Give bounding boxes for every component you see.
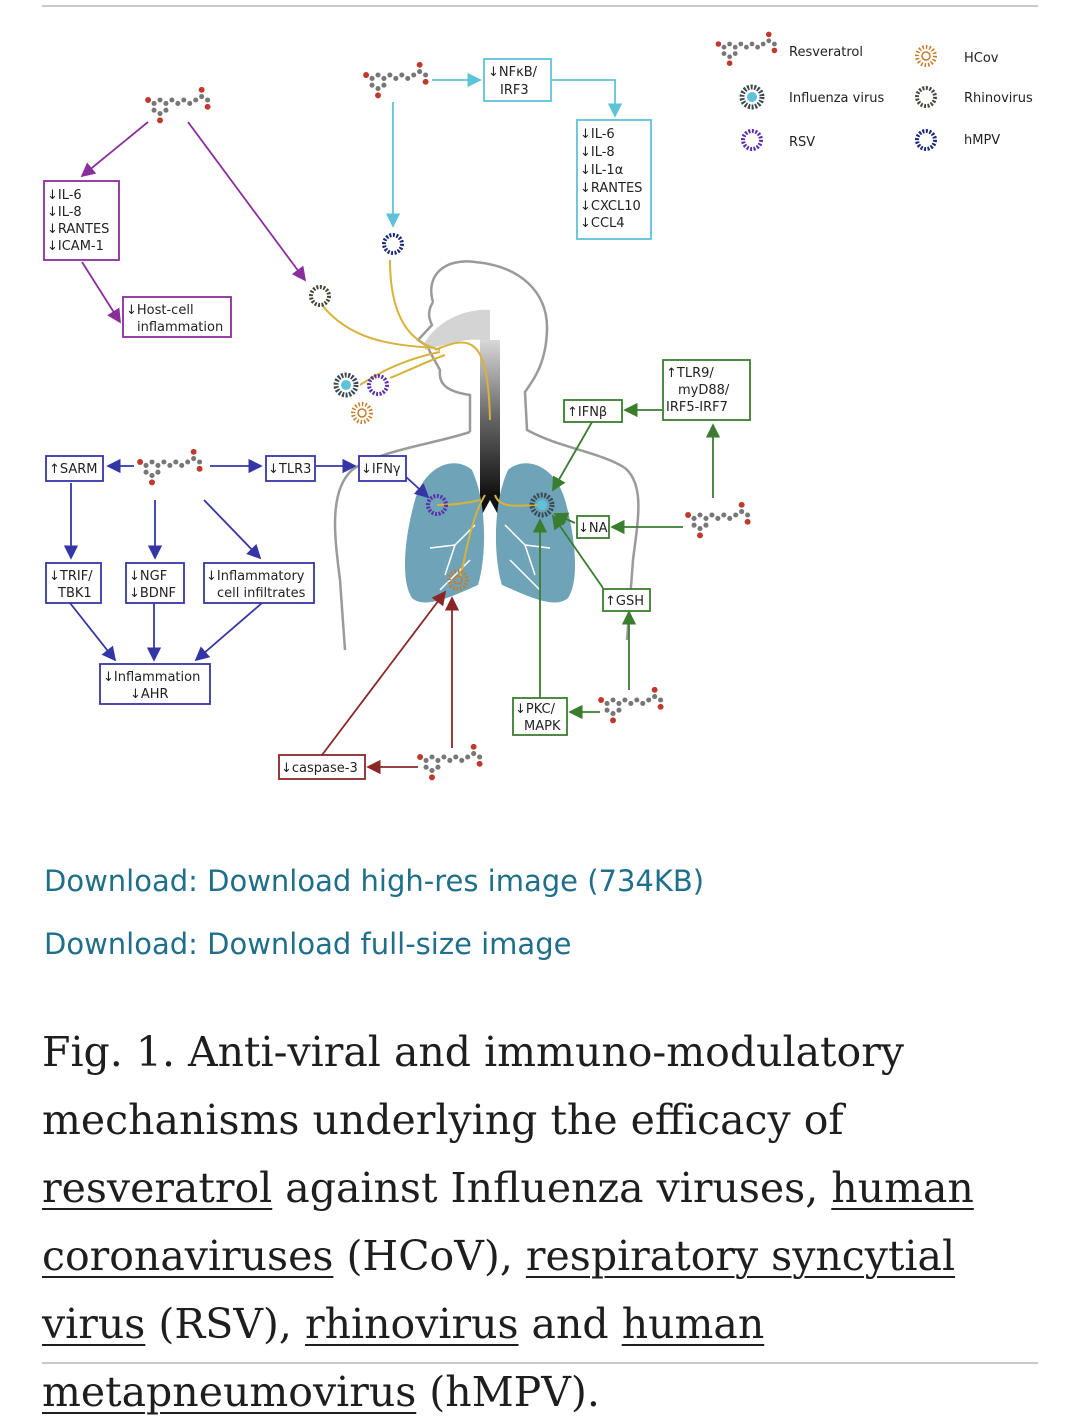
rsv-particle (367, 374, 389, 396)
legend-rhinovirus: Rhinovirus (964, 91, 1033, 106)
label-cyt-rantes: ↓RANTES (580, 181, 642, 196)
label-infl-2: cell infiltrates (217, 586, 306, 601)
resveratrol-molecule-blue (137, 448, 203, 486)
hcov-particle (351, 402, 373, 424)
caption-text-4: (RSV), (145, 1300, 305, 1348)
viral-entry-paths (321, 259, 541, 579)
right-lung (495, 463, 576, 603)
download-high-res-link[interactable]: Download: Download high-res image (734KB… (44, 864, 705, 898)
caption-text-1: Fig. 1. Anti-viral and immuno-modulatory… (42, 1028, 904, 1144)
label-tlr9-3: IRF5-IRF7 (666, 400, 728, 415)
hmpv-particle (382, 233, 404, 255)
legend-resveratrol: Resveratrol (789, 45, 863, 60)
caption-text-3: (HCoV), (333, 1232, 526, 1280)
label-cyt-il1a: ↓IL-1α (580, 163, 623, 178)
download-full-size-link[interactable]: Download: Download full-size image (44, 927, 572, 961)
blue-boxes: ↑SARM ↓TLR3 ↓IFNγ ↓TRIF/ TBK1 ↓NGF ↓BDNF… (45, 455, 407, 705)
resveratrol-molecule-cyan (363, 61, 429, 99)
link-human-coronaviruses[interactable]: human coronaviruses (42, 1164, 974, 1280)
legend-hmpv: hMPV (964, 133, 1000, 148)
label-cyt-il8: ↓IL-8 (580, 145, 615, 160)
label-tlr9-2: myD88/ (678, 383, 730, 398)
label-left-icam: ↓ICAM-1 (47, 239, 104, 254)
caption-text-5: and (518, 1300, 622, 1348)
link-rhinovirus[interactable]: rhinovirus (304, 1300, 519, 1348)
red-pathway-arrows (321, 590, 460, 775)
purple-boxes: ↓IL-6 ↓IL-8 ↓RANTES ↓ICAM-1 ↓Host-cell i… (43, 180, 232, 338)
label-ngf: ↓NGF (129, 569, 167, 584)
label-cyt-ccl4: ↓CCL4 (580, 216, 625, 231)
cyan-pathway-arrows (385, 72, 623, 228)
figure-caption: Fig. 1. Anti-viral and immuno-modulatory… (42, 1018, 1042, 1426)
legend: Resveratrol HCov Influenza virus Rhinovi… (715, 31, 1033, 151)
link-resveratrol[interactable]: resveratrol (42, 1164, 273, 1212)
link-respiratory-syncytial-virus[interactable]: respiratory syncytial virus (42, 1232, 956, 1348)
label-tlr3: ↓TLR3 (268, 462, 311, 477)
label-gsh: ↑GSH (605, 594, 644, 609)
green-pathway-arrows (532, 402, 721, 720)
label-pkc-1: ↓PKC/ (515, 702, 556, 717)
label-ifnb: ↑IFNβ (567, 405, 607, 420)
legend-hcov: HCov (964, 51, 999, 66)
label-hostcell-2: inflammation (137, 320, 223, 335)
lung-branches (429, 524, 551, 591)
label-nfkb-1: ↓NFκB/ (488, 65, 538, 80)
legend-rsv: RSV (789, 135, 815, 150)
resveratrol-molecule-purple (145, 86, 211, 124)
caption-text-6: (hMPV). (416, 1368, 600, 1416)
label-tlr9-1: ↑TLR9/ (666, 366, 714, 381)
label-trif-1: ↓TRIF/ (49, 569, 93, 584)
influenza-particle (336, 375, 356, 395)
resveratrol-molecule-red (417, 743, 483, 781)
legend-influenza: Influenza virus (789, 91, 885, 106)
hcov-legend-icon (915, 45, 937, 67)
label-cyt-il6: ↓IL-6 (580, 127, 615, 142)
label-na: ↓NA (578, 521, 608, 536)
green-boxes: ↑TLR9/ myD88/ IRF5-IRF7 ↑IFNβ ↓NA ↑GSH ↓… (512, 359, 751, 736)
label-ahr-2: ↓AHR (130, 687, 169, 702)
label-sarm: ↑SARM (49, 462, 98, 477)
caption-text-2: against Influenza viruses, (272, 1164, 832, 1212)
left-lung (404, 463, 485, 603)
resveratrol-molecule-green-pkc (598, 686, 664, 724)
label-left-il8: ↓IL-8 (47, 205, 82, 220)
top-divider (42, 5, 1038, 7)
cyan-boxes: ↓NFκB/ IRF3 ↓IL-6 ↓IL-8 ↓IL-1α ↓RANTES ↓… (483, 58, 652, 240)
label-pkc-2: MAPK (524, 719, 561, 734)
label-caspase: ↓caspase-3 (281, 761, 358, 776)
hmpv-legend-icon (915, 129, 937, 151)
label-left-rantes: ↓RANTES (47, 222, 109, 237)
purple-pathway-arrows (80, 121, 307, 324)
mechanism-figure: Resveratrol HCov Influenza virus Rhinovi… (43, 31, 1033, 781)
blue-pathway-arrows (63, 458, 430, 662)
label-cyt-cxcl10: ↓CXCL10 (580, 199, 641, 214)
red-boxes: ↓caspase-3 (278, 754, 366, 780)
label-ifny: ↓IFNγ (361, 462, 401, 477)
influenza-legend-icon (742, 87, 762, 107)
label-ahr-1: ↓Inflammation (103, 670, 200, 685)
rsv-legend-icon (741, 129, 763, 151)
label-hostcell-1: ↓Host-cell (126, 303, 194, 318)
label-bdnf: ↓BDNF (129, 586, 176, 601)
rhinovirus-legend-icon (915, 86, 937, 108)
label-infl-1: ↓Inflammatory (206, 569, 305, 584)
resveratrol-molecule-green-na (685, 501, 751, 539)
bottom-divider (42, 1362, 1038, 1364)
resveratrol-legend-icon (715, 31, 778, 67)
label-nfkb-2: IRF3 (500, 83, 529, 98)
label-left-il6: ↓IL-6 (47, 188, 82, 203)
rhinovirus-particle (309, 285, 331, 307)
label-trif-2: TBK1 (57, 586, 92, 601)
